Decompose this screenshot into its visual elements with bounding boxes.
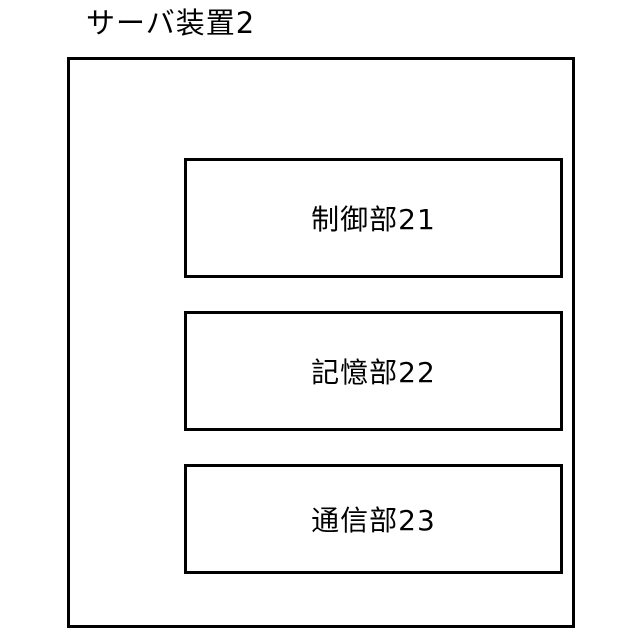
diagram-title: サーバ装置2 (86, 6, 256, 40)
block-control-unit-label: 制御部21 (311, 203, 436, 236)
block-storage-unit-label: 記憶部22 (311, 356, 436, 389)
block-control-unit: 制御部21 (184, 158, 563, 278)
block-storage-unit: 記憶部22 (184, 311, 563, 431)
server-device-box: 制御部21 記憶部22 通信部23 (67, 57, 575, 628)
block-communication-unit-label: 通信部23 (311, 504, 436, 537)
block-communication-unit: 通信部23 (184, 464, 563, 574)
